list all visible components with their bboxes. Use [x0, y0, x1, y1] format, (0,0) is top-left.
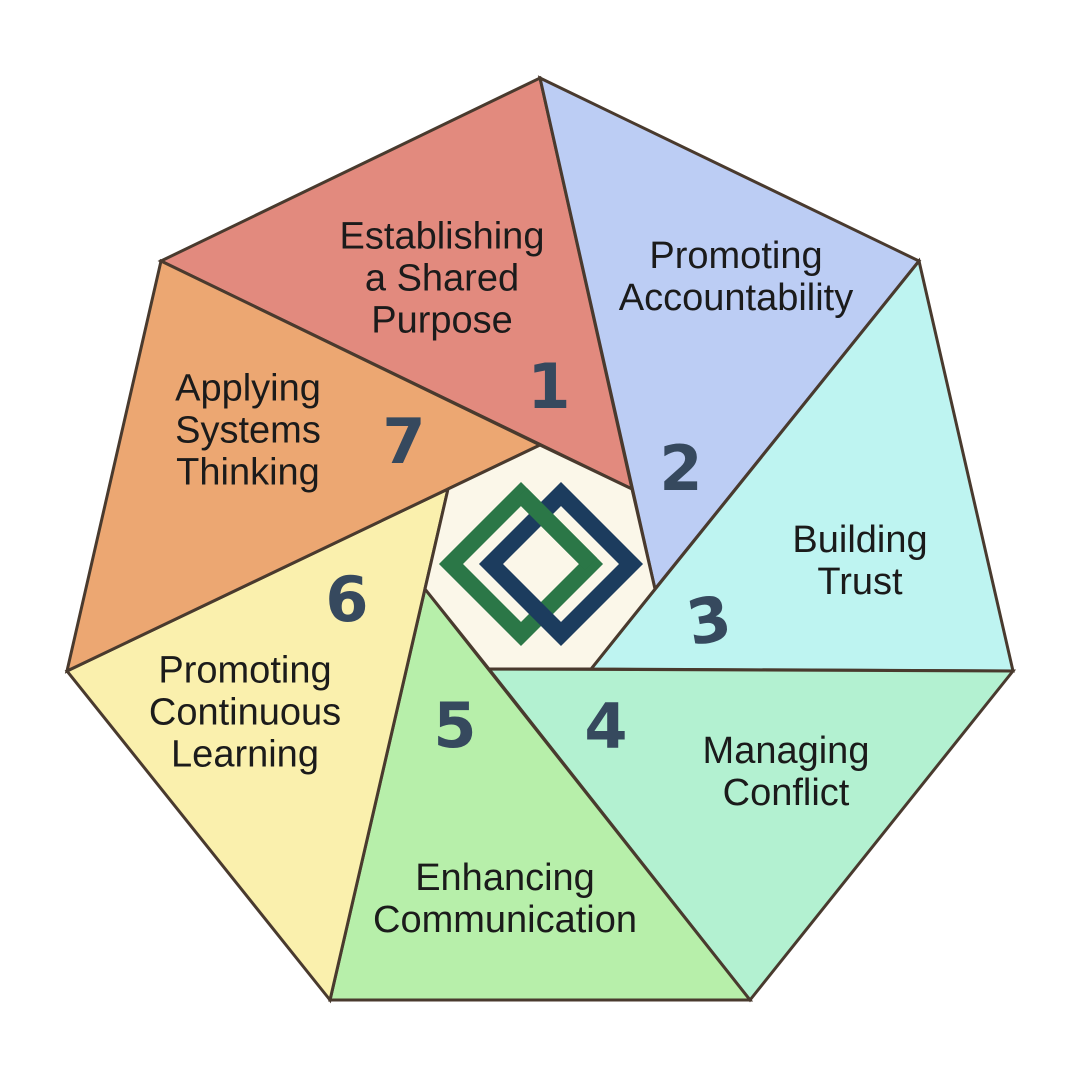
segment-4-label: Managing Conflict — [702, 729, 870, 814]
segment-5-label: Enhancing Communication — [373, 856, 637, 941]
segment-2-number: 2 — [659, 432, 703, 505]
segment-1-number: 1 — [527, 350, 571, 423]
logo-navy-square — [478, 481, 644, 647]
segment-6-label: Promoting Continuous Learning — [148, 649, 342, 777]
logo-interlocked-squares-icon — [438, 481, 644, 647]
segment-2-label: Promoting Accountability — [618, 234, 854, 319]
segment-3-label: Building Trust — [792, 518, 928, 603]
segment-7-number: 7 — [382, 405, 426, 478]
segment-4-number: 4 — [584, 690, 628, 763]
segment-1-label: Establishing a Shared Purpose — [339, 215, 545, 343]
segment-5-number: 5 — [433, 689, 477, 762]
segment-6-number: 6 — [325, 563, 369, 636]
center-heptagon — [423, 443, 657, 671]
logo-green-overlap-edge — [514, 487, 598, 571]
segment-7-shape — [64, 258, 544, 674]
segment-7-label: Applying Systems Thinking — [175, 367, 321, 495]
